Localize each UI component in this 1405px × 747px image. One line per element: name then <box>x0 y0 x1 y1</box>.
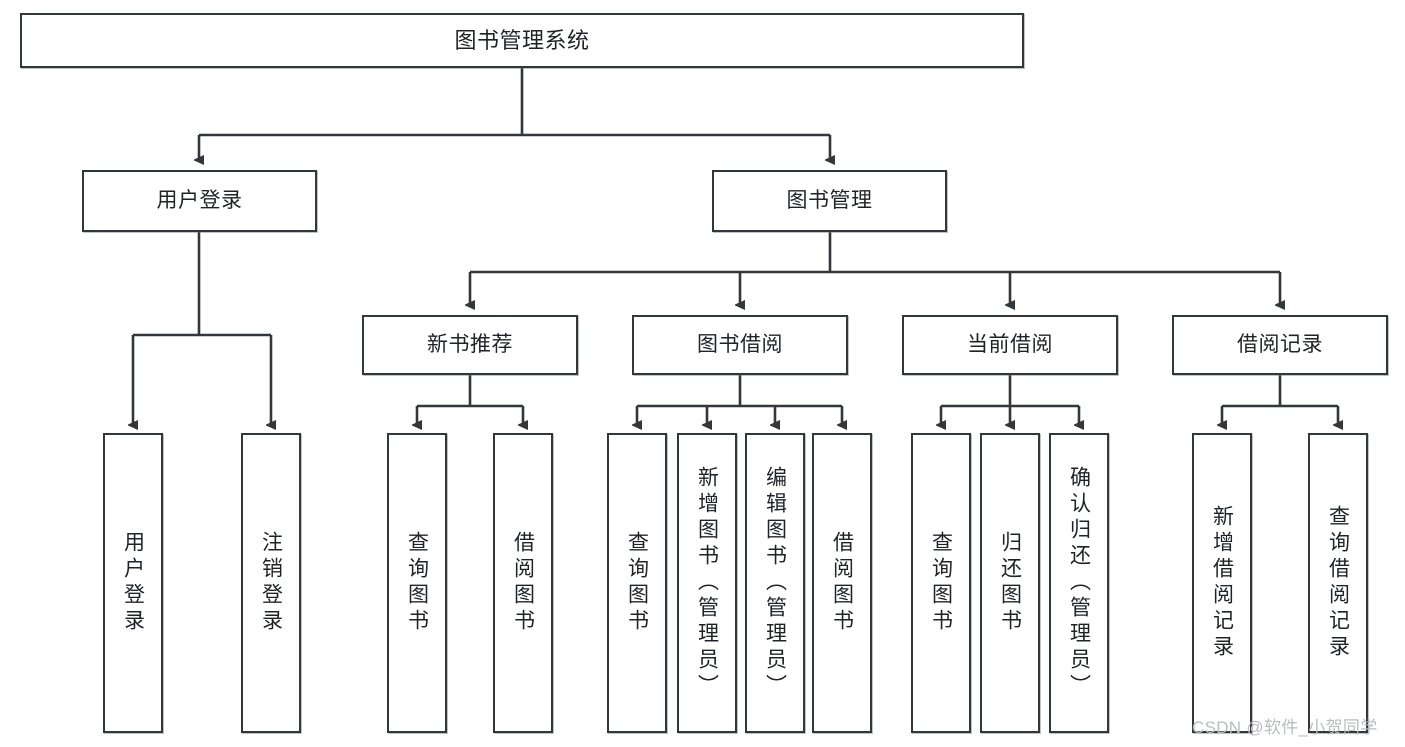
node-label: 用户登录 <box>121 531 145 635</box>
node-label: 借阅图书 <box>511 531 535 635</box>
node-label: 新书推荐 <box>427 332 513 356</box>
csdn-watermark: CSDN @软件_小贺同学 <box>1192 718 1378 737</box>
node-label: 归还图书 <box>998 531 1022 635</box>
node-label: 查询图书 <box>929 531 953 635</box>
leaf-book-borrow-borrow-book[interactable]: 借阅图书 <box>812 433 872 733</box>
node-label: 查询图书 <box>625 531 649 635</box>
node-label: 借阅记录 <box>1237 332 1323 356</box>
leaf-book-borrow-add-book-admin[interactable]: 新增图书（管理员） <box>677 433 737 733</box>
leaf-borrow-record-add-record[interactable]: 新增借阅记录 <box>1192 433 1252 733</box>
node-label: 查询借阅记录 <box>1326 505 1350 661</box>
leaf-borrow-record-query-record[interactable]: 查询借阅记录 <box>1308 433 1368 733</box>
node-root-book-management-system[interactable]: 图书管理系统 <box>20 13 1024 68</box>
node-label: 图书管理系统 <box>454 27 590 53</box>
node-new-book-recommend[interactable]: 新书推荐 <box>362 315 578 375</box>
leaf-current-borrow-return-book[interactable]: 归还图书 <box>980 433 1040 733</box>
leaf-new-book-query-book[interactable]: 查询图书 <box>387 433 447 733</box>
node-label: 图书管理 <box>786 188 873 212</box>
leaf-book-borrow-edit-book-admin[interactable]: 编辑图书（管理员） <box>745 433 805 733</box>
node-label: 当前借阅 <box>967 332 1053 356</box>
node-borrow-record[interactable]: 借阅记录 <box>1172 315 1388 375</box>
leaf-book-borrow-query-book[interactable]: 查询图书 <box>607 433 667 733</box>
node-label: 新增图书（管理员） <box>695 466 719 700</box>
node-label: 用户登录 <box>156 188 243 212</box>
node-label: 图书借阅 <box>697 332 783 356</box>
node-user-login[interactable]: 用户登录 <box>82 170 317 232</box>
leaf-user-login-login[interactable]: 用户登录 <box>103 433 163 733</box>
node-current-borrow[interactable]: 当前借阅 <box>902 315 1118 375</box>
leaf-new-book-borrow-book[interactable]: 借阅图书 <box>493 433 553 733</box>
node-label: 注销登录 <box>259 531 283 635</box>
node-book-borrow[interactable]: 图书借阅 <box>632 315 848 375</box>
leaf-current-borrow-query-book[interactable]: 查询图书 <box>911 433 971 733</box>
node-label: 新增借阅记录 <box>1210 505 1234 661</box>
leaf-current-borrow-confirm-return-admin[interactable]: 确认归还（管理员） <box>1049 433 1109 733</box>
node-label: 查询图书 <box>405 531 429 635</box>
node-label: 编辑图书（管理员） <box>763 466 787 700</box>
leaf-user-login-logout[interactable]: 注销登录 <box>241 433 301 733</box>
node-label: 确认归还（管理员） <box>1067 466 1091 700</box>
node-book-management[interactable]: 图书管理 <box>712 170 947 232</box>
node-label: 借阅图书 <box>830 531 854 635</box>
